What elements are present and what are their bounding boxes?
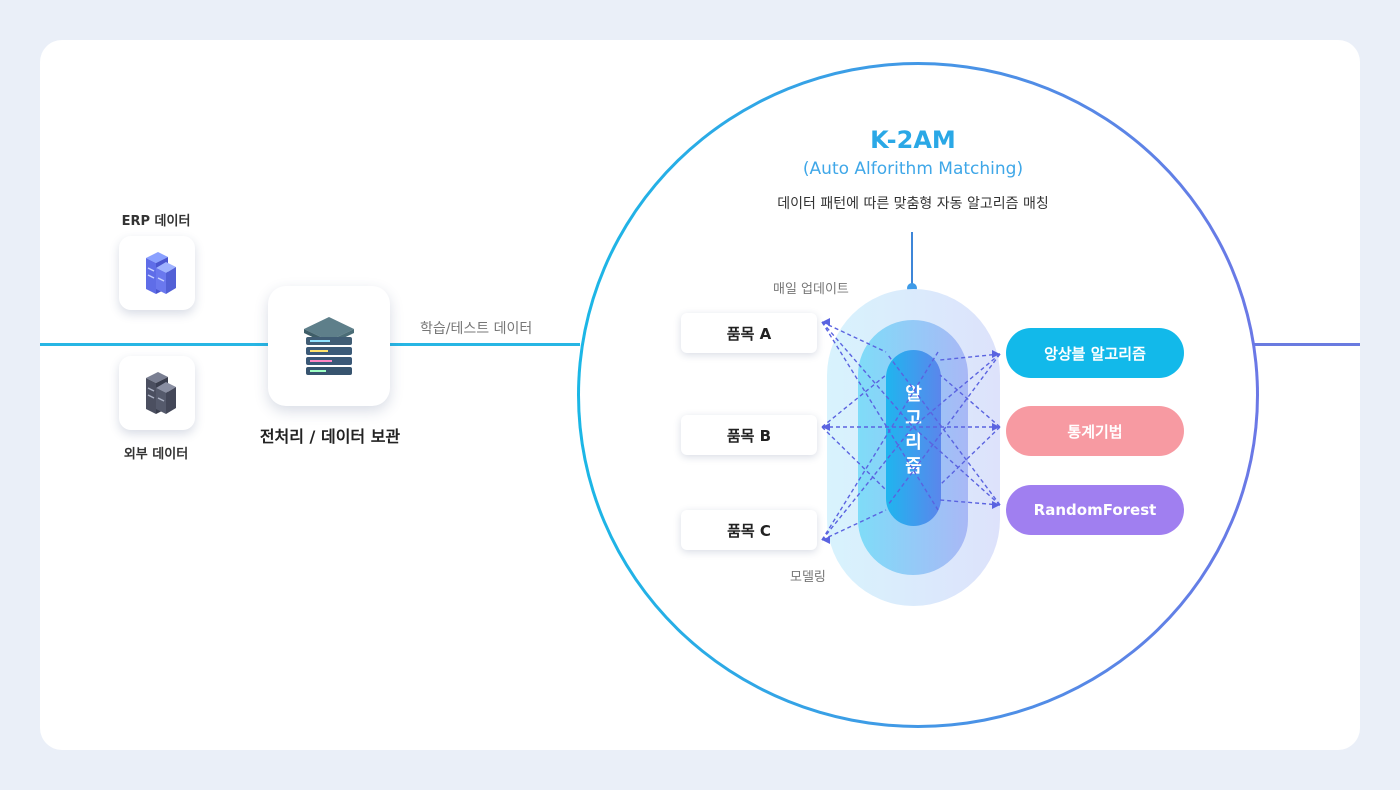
algorithm-pill-statistics: 통계기법 <box>1006 406 1184 456</box>
external-tile <box>119 356 195 430</box>
algorithm-pill-randomforest: RandomForest <box>1006 485 1184 535</box>
flow-line-right <box>1254 343 1360 346</box>
blue-server-icon <box>146 252 176 294</box>
item-c: 품목 C <box>681 510 817 550</box>
k2am-description: 데이터 패턴에 따른 맞춤형 자동 알고리즘 매칭 <box>777 196 1049 212</box>
core-char: 리 <box>905 432 922 453</box>
preprocess-tile <box>268 286 390 406</box>
item-b: 품목 B <box>681 415 817 455</box>
erp-tile <box>119 236 195 310</box>
algorithm-pill-ensemble: 앙상블 알고리즘 <box>1006 328 1184 378</box>
connector-dot <box>907 283 917 293</box>
external-label: 외부 데이터 <box>123 447 189 462</box>
daily-update-label: 매일 업데이트 <box>773 282 849 297</box>
k2am-circle <box>577 62 1259 728</box>
core-capsule <box>886 350 941 526</box>
flow-label: 학습/테스트 데이터 <box>420 321 533 337</box>
k2am-subtitle: (Auto Alforithm Matching) <box>802 159 1024 179</box>
erp-label: ERP 데이터 <box>121 214 191 229</box>
dark-server-icon <box>146 372 176 414</box>
modeling-label: 모델링 <box>790 570 826 585</box>
connector-line <box>911 232 913 286</box>
k2am-title: K-2AM <box>870 126 956 154</box>
core-char: 즘 <box>905 456 922 477</box>
item-a: 품목 A <box>681 313 817 353</box>
server-stack-icon <box>304 317 354 375</box>
core-char: 알 <box>905 384 922 405</box>
preprocess-label: 전처리 / 데이터 보관 <box>259 427 401 446</box>
